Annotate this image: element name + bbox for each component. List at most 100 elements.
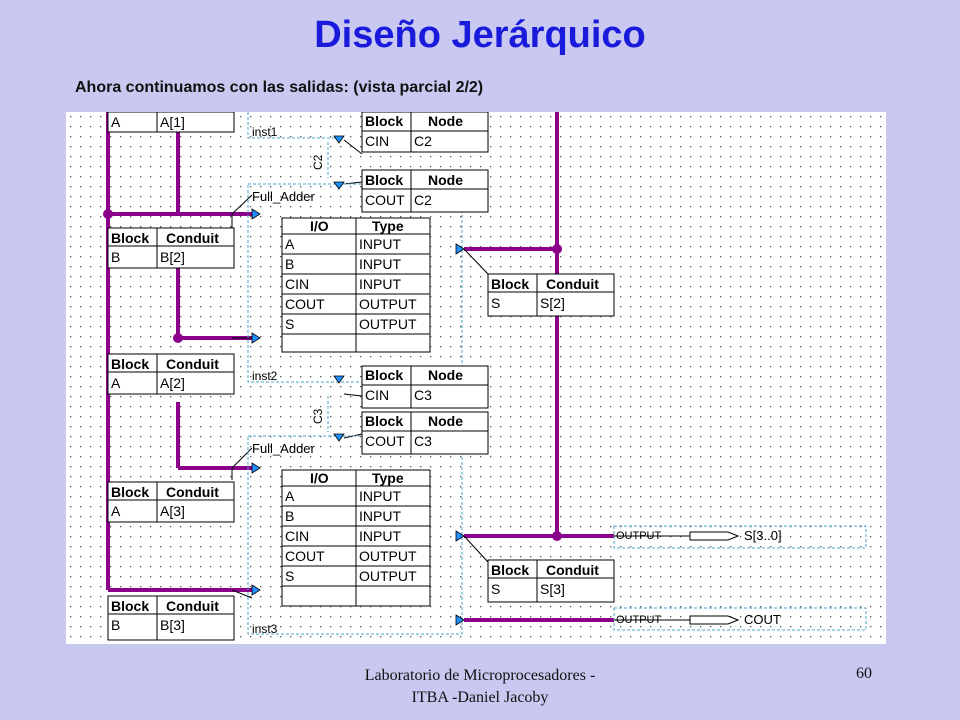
svg-text:C2: C2	[414, 133, 432, 149]
page-subtitle: Ahora continuamos con las salidas: (vist…	[75, 79, 484, 96]
wire-label-c2: C2	[311, 154, 325, 170]
footer-line-2: ITBA -Daniel Jacoby	[411, 689, 549, 706]
svg-text:C2: C2	[414, 192, 432, 208]
svg-text:OUTPUT: OUTPUT	[616, 530, 662, 542]
triangle-down-icon	[333, 375, 345, 384]
triangle-right-icon	[251, 332, 261, 344]
svg-text:S[2]: S[2]	[540, 295, 565, 311]
svg-text:I/O: I/O	[310, 470, 329, 486]
svg-text:B: B	[111, 617, 120, 633]
node-table-cin-c2: Block Node CIN C2	[361, 112, 489, 153]
triangle-right-icon	[251, 208, 261, 220]
triangle-down-icon	[333, 433, 345, 442]
svg-text:Type: Type	[372, 470, 404, 486]
svg-text:S: S	[285, 568, 294, 584]
instance-type-3: Full_Adder	[252, 441, 316, 456]
svg-text:OUTPUT: OUTPUT	[359, 296, 417, 312]
pin-table-s3: Block Conduit S S[3]	[487, 559, 615, 603]
footer: Laboratorio de Microprocesadores - ITBA …	[300, 665, 660, 709]
svg-text:S[3..0]: S[3..0]	[744, 528, 782, 543]
triangle-right-icon	[251, 584, 261, 596]
svg-text:S: S	[285, 316, 294, 332]
triangle-down-icon	[333, 135, 345, 144]
svg-text:A[3]: A[3]	[160, 503, 185, 519]
svg-text:A[2]: A[2]	[160, 375, 185, 391]
svg-text:B[2]: B[2]	[160, 249, 185, 265]
svg-text:Block: Block	[365, 172, 403, 188]
svg-text:INPUT: INPUT	[359, 256, 401, 272]
svg-text:Block: Block	[365, 113, 403, 129]
io-table-inst3: I/O Type A INPUT B INPUT CIN INPUT COUT …	[281, 469, 431, 607]
svg-text:CIN: CIN	[365, 133, 389, 149]
svg-text:CIN: CIN	[285, 276, 309, 292]
svg-text:A: A	[111, 114, 121, 130]
instance-label-inst1: inst1	[252, 125, 278, 139]
svg-text:INPUT: INPUT	[359, 508, 401, 524]
svg-text:Conduit: Conduit	[166, 484, 219, 500]
svg-text:Block: Block	[491, 562, 529, 578]
triangle-right-icon	[455, 614, 465, 626]
svg-text:B: B	[285, 508, 294, 524]
instance-type-2: Full_Adder	[252, 189, 316, 204]
triangle-right-icon	[455, 243, 465, 255]
svg-text:OUTPUT: OUTPUT	[616, 614, 662, 626]
pin-table-a2: Block Conduit A A[2]	[107, 353, 235, 395]
svg-text:Conduit: Conduit	[546, 562, 599, 578]
svg-text:CIN: CIN	[285, 528, 309, 544]
svg-text:S: S	[491, 295, 500, 311]
page-title: Diseño Jerárquico	[314, 14, 646, 56]
svg-text:Conduit: Conduit	[546, 276, 599, 292]
arrow-pin-icon	[689, 531, 740, 541]
instance-label-inst3: inst3	[252, 622, 278, 636]
page-number: 60	[856, 665, 872, 682]
footer-line-1: Laboratorio de Microprocesadores -	[364, 667, 596, 684]
pin-table-a3: Block Conduit A A[3]	[107, 481, 235, 523]
svg-text:OUTPUT: OUTPUT	[359, 568, 417, 584]
svg-text:Node: Node	[428, 413, 463, 429]
triangle-right-icon	[455, 530, 465, 542]
svg-text:INPUT: INPUT	[359, 276, 401, 292]
svg-text:Block: Block	[111, 230, 149, 246]
svg-text:INPUT: INPUT	[359, 488, 401, 504]
svg-text:Block: Block	[111, 356, 149, 372]
svg-text:COUT: COUT	[744, 612, 781, 627]
svg-text:INPUT: INPUT	[359, 236, 401, 252]
node-table-cin-c3: Block Node CIN C3	[361, 365, 489, 409]
pin-table-s2: Block Conduit S S[2]	[487, 273, 615, 317]
svg-text:B[3]: B[3]	[160, 617, 185, 633]
svg-text:INPUT: INPUT	[359, 528, 401, 544]
svg-text:A: A	[285, 488, 295, 504]
svg-text:S: S	[491, 581, 500, 597]
svg-text:A[1]: A[1]	[160, 114, 185, 130]
pin-table-b3: Block Conduit B B[3]	[107, 595, 235, 641]
svg-text:COUT: COUT	[365, 192, 405, 208]
svg-text:B: B	[285, 256, 294, 272]
svg-text:Block: Block	[111, 484, 149, 500]
svg-text:Node: Node	[428, 367, 463, 383]
triangle-down-icon	[333, 181, 345, 190]
svg-text:OUTPUT: OUTPUT	[359, 316, 417, 332]
wire-label-c3: C3	[311, 408, 325, 424]
svg-text:COUT: COUT	[285, 548, 325, 564]
svg-text:Conduit: Conduit	[166, 598, 219, 614]
output-pin-s: OUTPUT S[3..0]	[613, 525, 867, 549]
svg-text:CIN: CIN	[365, 387, 389, 403]
svg-text:Type: Type	[372, 218, 404, 234]
svg-text:B: B	[111, 249, 120, 265]
node-table-cout-c3: Block Node COUT C3	[361, 411, 489, 455]
node-table-cout-c2: Block Node COUT C2	[361, 169, 489, 213]
svg-text:A: A	[111, 375, 121, 391]
instance-label-inst2: inst2	[252, 369, 278, 383]
io-table-inst2: I/O Type A INPUT B INPUT CIN INPUT COUT …	[281, 217, 431, 353]
svg-text:C3: C3	[414, 387, 432, 403]
triangle-right-icon	[251, 462, 261, 474]
svg-text:Block: Block	[365, 413, 403, 429]
svg-text:C3: C3	[414, 433, 432, 449]
svg-text:Conduit: Conduit	[166, 230, 219, 246]
svg-text:A: A	[285, 236, 295, 252]
connector-lines	[231, 139, 489, 599]
output-pin-cout: OUTPUT COUT	[613, 607, 867, 631]
svg-text:Node: Node	[428, 113, 463, 129]
svg-text:OUTPUT: OUTPUT	[359, 548, 417, 564]
pin-table-b2: Block Conduit B B[2]	[107, 227, 235, 269]
